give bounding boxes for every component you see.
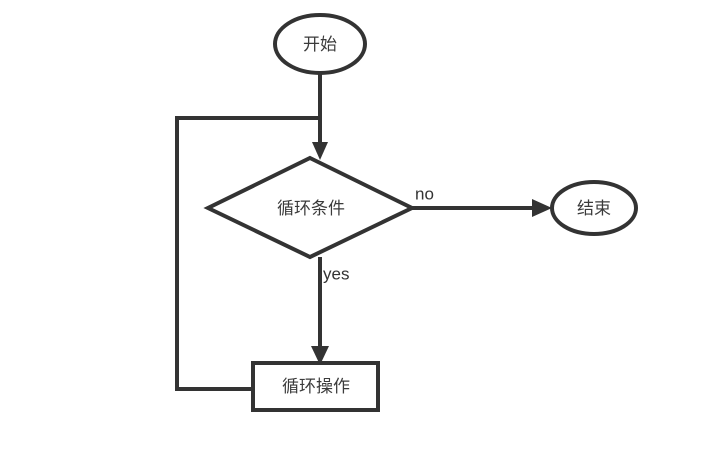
edge-condition-to-end-arrowhead — [532, 199, 552, 217]
edge-operation-to-condition — [175, 116, 320, 391]
edge-start-to-condition — [312, 70, 328, 160]
edge-label-yes: yes — [323, 265, 349, 284]
node-operation-rect[interactable] — [251, 361, 380, 412]
edge-condition-to-end — [410, 199, 552, 217]
node-condition[interactable]: 循环条件 — [203, 155, 417, 260]
node-end-ellipse[interactable] — [550, 180, 638, 236]
edge-label-no: no — [415, 185, 434, 204]
edge-condition-to-operation-arrowhead — [311, 346, 329, 365]
edge-condition-to-operation — [311, 257, 329, 365]
node-end-label: 结束 — [577, 199, 611, 219]
node-start[interactable]: 开始 — [273, 13, 367, 75]
node-condition-diamond[interactable] — [203, 155, 417, 260]
node-condition-label: 循环条件 — [277, 199, 345, 219]
edge-operation-to-condition-path — [175, 116, 320, 391]
node-operation[interactable]: 循环操作 — [251, 361, 380, 412]
node-end[interactable]: 结束 — [550, 180, 638, 236]
node-start-ellipse[interactable] — [273, 13, 367, 75]
node-operation-label: 循环操作 — [282, 377, 350, 397]
edge-start-to-condition-arrowhead — [312, 142, 328, 160]
node-start-label: 开始 — [303, 35, 337, 55]
